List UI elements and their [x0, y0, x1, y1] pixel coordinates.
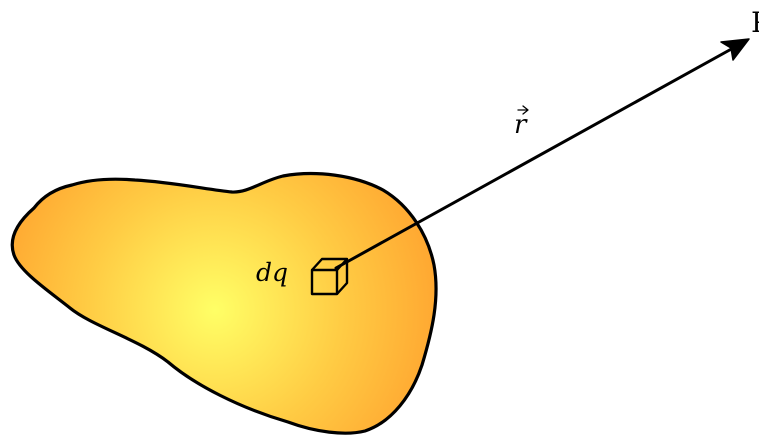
vector-arrow-accent	[517, 105, 529, 115]
position-vector-line	[334, 45, 737, 270]
cube-icon	[310, 257, 349, 296]
position-vector-label: r	[514, 110, 528, 140]
arrowhead-icon	[720, 38, 750, 61]
position-vector-label-group: r	[514, 105, 529, 140]
charged-body	[10, 171, 438, 435]
point-label: P	[751, 6, 759, 39]
charge-element-label: dq	[256, 258, 288, 287]
